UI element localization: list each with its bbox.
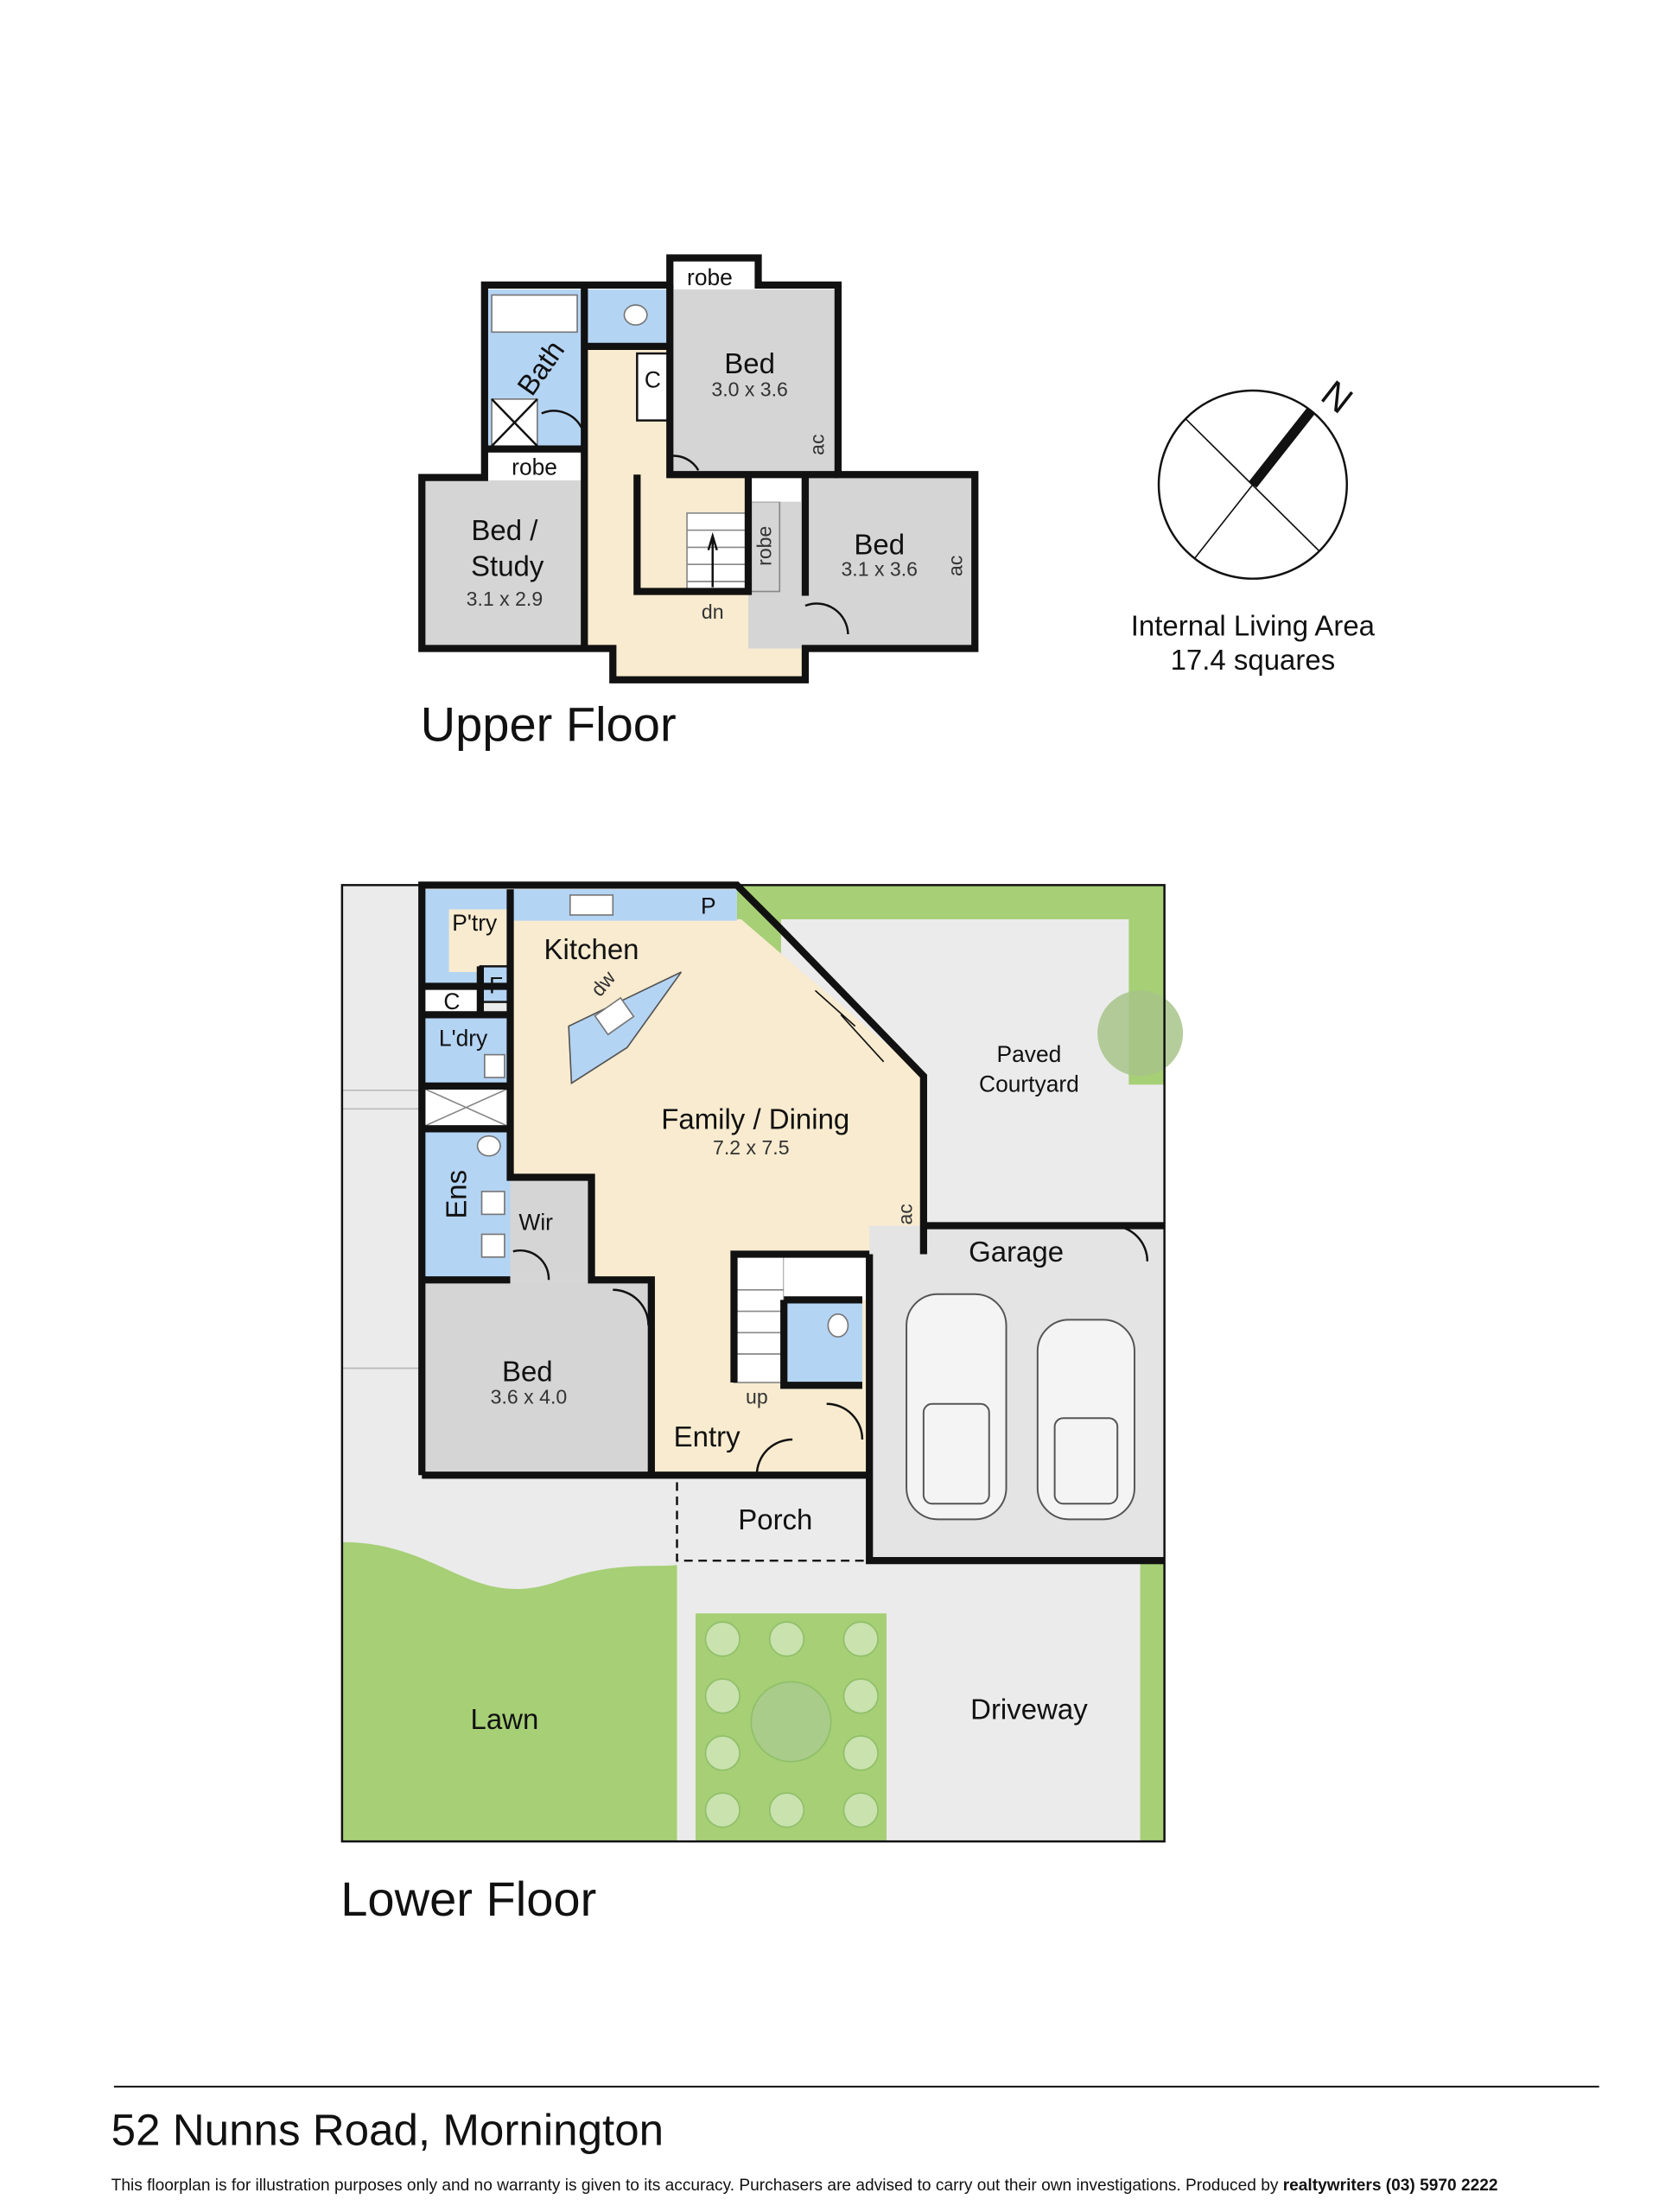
kitchen-label: Kitchen bbox=[544, 933, 639, 965]
upper-stairs bbox=[686, 512, 747, 593]
laundry-label: L'dry bbox=[439, 1026, 488, 1052]
entry-label: Entry bbox=[674, 1421, 741, 1452]
courtyard-label-1: Paved bbox=[997, 1041, 1062, 1067]
porch-label: Porch bbox=[738, 1503, 812, 1535]
area-label: Internal Living Area bbox=[1131, 610, 1376, 642]
upper-floor-plan: robe Bath C Bed 3.0 x 3.6 ac robe Bed / … bbox=[418, 254, 979, 752]
stair-arrow-icon bbox=[707, 531, 718, 588]
bed1-ac: ac bbox=[805, 434, 828, 454]
lower-floor-plan: P'try P Kitchen dw F C L'dry Ens Wir Fam… bbox=[340, 881, 1184, 1926]
linen-box bbox=[747, 477, 802, 502]
shrubs-icon bbox=[704, 1621, 879, 1828]
courtyard-label-2: Courtyard bbox=[979, 1071, 1079, 1097]
robe-right-label: robe bbox=[753, 526, 775, 566]
fridge-label: F bbox=[489, 973, 503, 999]
ensuite-label: Ens bbox=[440, 1170, 472, 1219]
bed2-size: 3.1 x 3.6 bbox=[841, 557, 918, 580]
wir-room bbox=[510, 1177, 592, 1281]
robe-left bbox=[484, 448, 585, 480]
lower-stairs bbox=[733, 1253, 785, 1383]
stairs-up-label: up bbox=[746, 1386, 768, 1408]
area-value: 17.4 squares bbox=[1171, 644, 1336, 676]
compass-icon: N bbox=[1157, 372, 1360, 580]
toilet-icon bbox=[623, 304, 648, 326]
robe-left-label: robe bbox=[512, 454, 557, 480]
closet-upper-label: C bbox=[645, 367, 661, 393]
bed-study-label-2: Study bbox=[471, 550, 544, 582]
disclaimer-text: This floorplan is for illustration purpo… bbox=[111, 2177, 1283, 2195]
bed2-label: Bed bbox=[854, 529, 905, 561]
pantry-label: P'try bbox=[452, 910, 498, 936]
porch-area bbox=[695, 1475, 870, 1561]
bed-study-label-1: Bed / bbox=[471, 514, 538, 546]
site-boundary bbox=[340, 884, 1166, 1843]
family-ac: ac bbox=[894, 1204, 917, 1224]
bed2-room bbox=[747, 477, 976, 649]
compass-north-label: N bbox=[1313, 372, 1360, 422]
lawn-label: Lawn bbox=[471, 1703, 539, 1735]
robe-top bbox=[670, 257, 759, 289]
side-garden-strip bbox=[1140, 1560, 1165, 1842]
family-dining-label: Family / Dining bbox=[661, 1103, 849, 1135]
upper-floor-title: Upper Floor bbox=[421, 697, 677, 752]
vanity-icon bbox=[480, 1191, 505, 1216]
garage-label: Garage bbox=[969, 1236, 1064, 1268]
property-address: 52 Nunns Road, Mornington bbox=[111, 2105, 664, 2154]
pantry-p-label: P bbox=[701, 893, 716, 918]
bed2-ac: ac bbox=[944, 556, 966, 576]
bed-lower-label: Bed bbox=[502, 1355, 553, 1387]
closet-upper bbox=[636, 352, 671, 422]
wir-label: Wir bbox=[518, 1210, 553, 1236]
cooktop-icon bbox=[569, 894, 614, 916]
kitchen-bench bbox=[510, 889, 737, 921]
family-dining-size: 7.2 x 7.5 bbox=[713, 1136, 790, 1159]
ensuite-toilet-icon bbox=[476, 1135, 501, 1157]
sink-icon bbox=[594, 996, 635, 1036]
bathtub-icon bbox=[491, 294, 578, 334]
driveway-label: Driveway bbox=[970, 1693, 1088, 1725]
lawn-area bbox=[341, 1541, 677, 1842]
bed-lower-room bbox=[422, 1280, 652, 1476]
powder-room bbox=[784, 1300, 862, 1386]
stairs-dn-label: dn bbox=[702, 601, 724, 623]
robe-top-label: robe bbox=[687, 264, 733, 290]
bed1-label: Bed bbox=[724, 347, 775, 379]
bed1-size: 3.0 x 3.6 bbox=[711, 378, 788, 401]
bed-study-room bbox=[422, 480, 585, 649]
bed-lower-size: 3.6 x 4.0 bbox=[491, 1386, 568, 1408]
lower-floor-title: Lower Floor bbox=[340, 1872, 596, 1926]
powder-toilet-icon bbox=[827, 1313, 849, 1338]
bed-study-size: 3.1 x 2.9 bbox=[467, 588, 543, 610]
bed1-room bbox=[670, 289, 838, 475]
tree-icon bbox=[1097, 990, 1184, 1077]
laundry-tub-icon bbox=[484, 1053, 505, 1078]
producer-credit: realtywriters (03) 5970 2222 bbox=[1283, 2177, 1498, 2195]
closet-lower bbox=[422, 986, 480, 1015]
car-icon bbox=[906, 1293, 1135, 1521]
disclaimer: This floorplan is for illustration purpo… bbox=[111, 2177, 1498, 2195]
closet-lower-label: C bbox=[443, 988, 460, 1014]
